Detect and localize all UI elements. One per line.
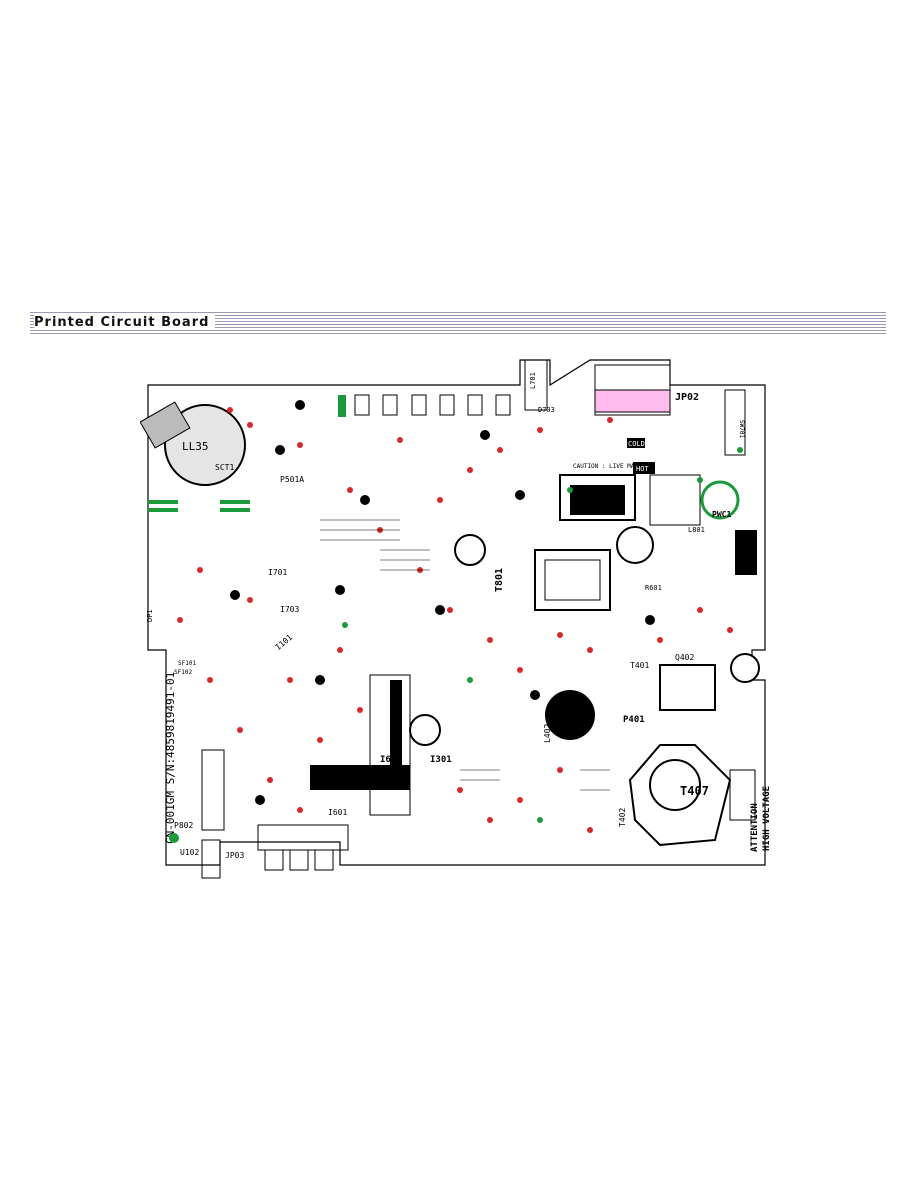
svg-text:T801: T801	[494, 568, 505, 592]
svg-text:R601: R601	[645, 584, 662, 592]
svg-text:P501A: P501A	[280, 475, 304, 484]
svg-text:L701: L701	[529, 372, 537, 389]
svg-text:I301: I301	[430, 755, 452, 765]
svg-text:T402: T402	[618, 808, 627, 827]
svg-text:ATTENTION: ATTENTION	[750, 803, 760, 852]
svg-text:DP1: DP1	[146, 609, 154, 622]
svg-text:JP02: JP02	[675, 392, 699, 403]
svg-text:CN-001GM S/N:4859819491-01: CN-001GM S/N:4859819491-01	[164, 672, 177, 844]
svg-text:P401: P401	[623, 715, 645, 725]
svg-text:HOT: HOT	[636, 465, 649, 473]
pcb-svg: LL35 SCT1 P501A I701 I703 I101 DP1 SF101…	[139, 359, 772, 879]
svg-text:HIGH VOLTAGE: HIGH VOLTAGE	[762, 786, 772, 851]
svg-text:SCT1: SCT1	[215, 463, 234, 472]
svg-text:JP03: JP03	[225, 851, 244, 860]
flyback-transformer: T407	[628, 744, 756, 847]
page-title: Printed Circuit Board	[34, 315, 216, 330]
svg-text:T407: T407	[680, 784, 709, 798]
svg-text:I701: I701	[268, 568, 287, 577]
ll35-component: LL35	[139, 401, 246, 486]
svg-text:I601: I601	[328, 808, 347, 817]
svg-text:SF101: SF101	[178, 660, 196, 667]
svg-text:T401: T401	[630, 661, 649, 670]
svg-text:PWC1: PWC1	[712, 510, 731, 519]
svg-text:L402: L402	[543, 724, 552, 743]
section-header: Printed Circuit Board	[30, 312, 886, 334]
svg-text:I703: I703	[280, 605, 299, 614]
svg-text:U102: U102	[180, 848, 199, 857]
header-rule-lines	[30, 312, 886, 334]
svg-text:SF102: SF102	[174, 669, 192, 676]
svg-text:COLD: COLD	[628, 440, 645, 448]
svg-text:Q402: Q402	[675, 653, 694, 662]
svg-text:L801: L801	[688, 526, 705, 534]
svg-text:I101: I101	[274, 633, 295, 652]
svg-text:LL35: LL35	[182, 440, 209, 453]
svg-text:D703: D703	[538, 406, 555, 414]
svg-text:CAUTION : LIVE MAPPE: CAUTION : LIVE MAPPE	[573, 463, 646, 470]
pcb-layout-diagram: LL35 SCT1 P501A I701 I703 I101 DP1 SF101…	[139, 350, 780, 890]
svg-text:P802: P802	[174, 821, 193, 830]
svg-text:I604: I604	[380, 755, 402, 765]
svg-text:SW701: SW701	[738, 420, 745, 438]
